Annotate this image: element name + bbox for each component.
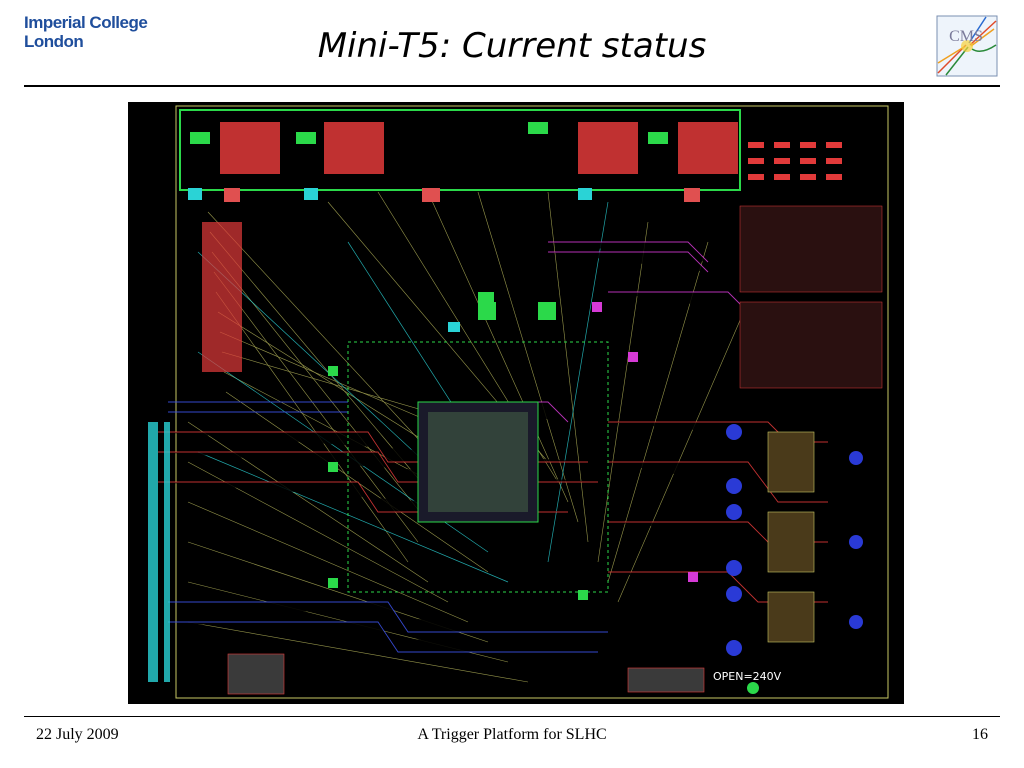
footer-title: A Trigger Platform for SLHC [417,726,607,743]
logo-line-2: London [24,32,84,51]
pcb-voltage-label: OPEN=240V [713,670,782,683]
imperial-college-logo: Imperial College London [24,13,148,51]
header-divider [24,85,1000,87]
cms-logo: CMS [936,15,998,77]
logo-line-1: Imperial College [24,13,148,32]
cms-logo-text: CMS [949,28,983,45]
pcb-layout-image: OPEN=240V [128,102,904,704]
footer-divider [24,716,1000,717]
page-number: 16 [972,726,988,743]
slide-title: Mini-T5: Current status [317,26,707,66]
footer-date: 22 July 2009 [36,726,119,743]
